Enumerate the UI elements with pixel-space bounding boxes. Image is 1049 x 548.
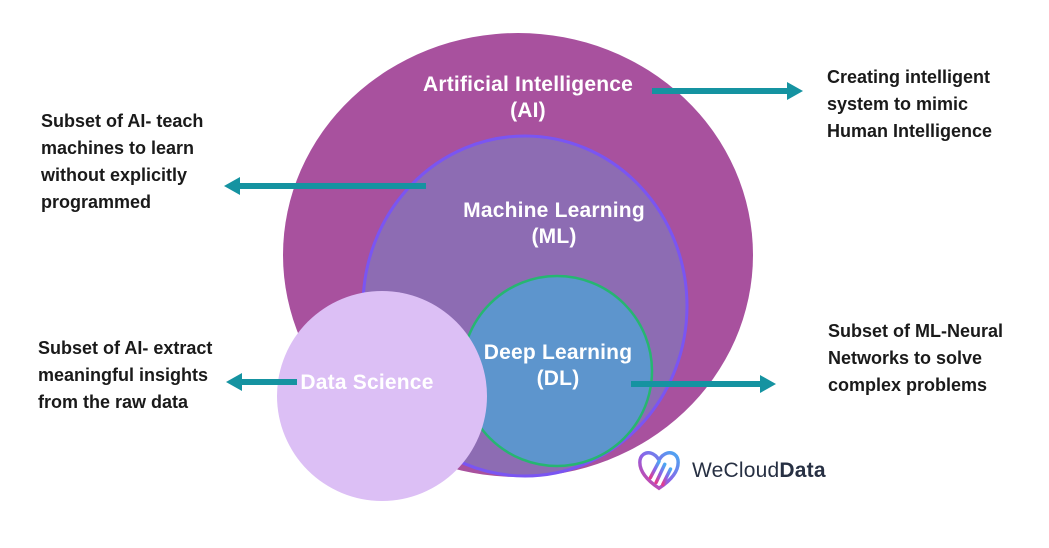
dl-arrow bbox=[631, 375, 776, 393]
weclouddata-logo: WeCloudData bbox=[636, 448, 826, 494]
data-science-circle bbox=[277, 291, 487, 501]
logo-wordmark: WeCloudData bbox=[692, 459, 826, 483]
ai-arrow-head-icon bbox=[787, 82, 803, 100]
annotation-ds: Subset of AI- extract meaningful insight… bbox=[38, 338, 213, 412]
annotation-ml: Subset of AI- teach machines to learn wi… bbox=[41, 111, 204, 212]
ml-arrow-head-icon bbox=[224, 177, 240, 195]
ds-arrow-head-icon bbox=[226, 373, 242, 391]
machine-learning-label: Machine Learning (ML) bbox=[463, 199, 645, 248]
logo-text-regular: WeCloud bbox=[692, 459, 780, 482]
ds-arrow bbox=[226, 373, 297, 391]
annotation-ai: Creating intelligent system to mimic Hum… bbox=[827, 67, 993, 141]
annotation-dl: Subset of ML-Neural Networks to solve co… bbox=[828, 321, 1004, 395]
dl-arrow-head-icon bbox=[760, 375, 776, 393]
deep-learning-label: Deep Learning (DL) bbox=[483, 341, 633, 390]
ai-arrow bbox=[652, 82, 803, 100]
data-science-label: Data Science bbox=[300, 371, 434, 394]
logo-text-bold: Data bbox=[779, 459, 826, 482]
ml-arrow bbox=[224, 177, 426, 195]
artificial-intelligence-label: Artificial Intelligence (AI) bbox=[423, 73, 633, 122]
weclouddata-heart-icon bbox=[638, 451, 680, 491]
